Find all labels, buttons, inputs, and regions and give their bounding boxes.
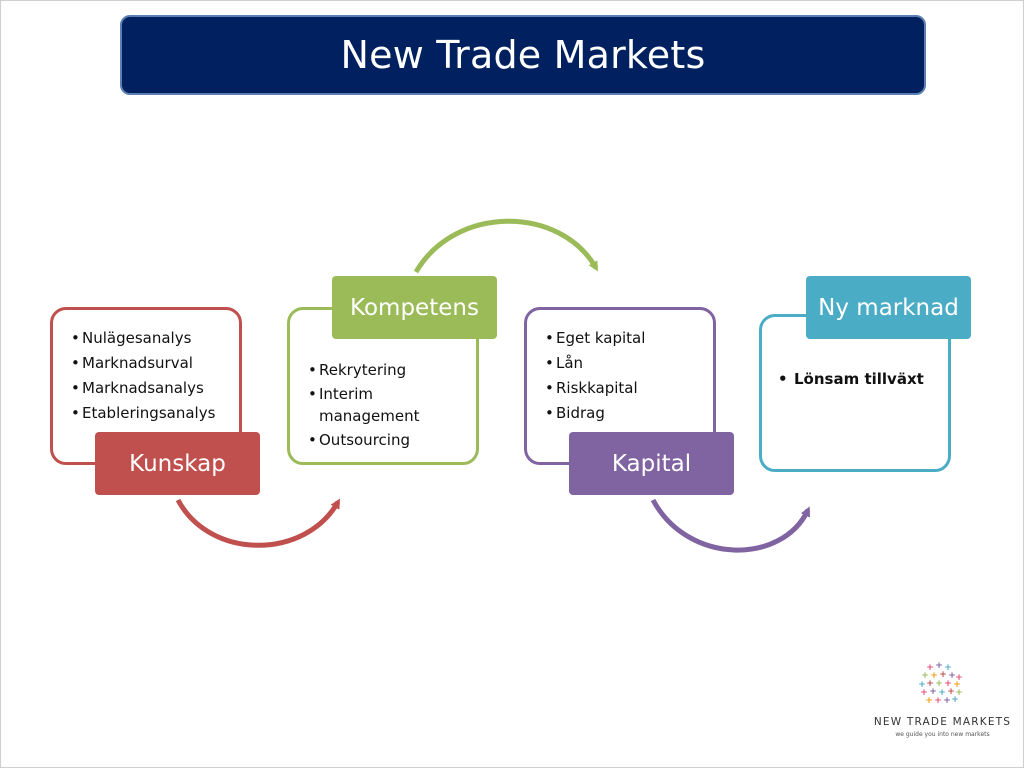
svg-text:+: +	[948, 671, 956, 681]
list-item: Lån	[545, 351, 645, 376]
svg-text:+: +	[939, 670, 947, 680]
svg-text:+: +	[938, 688, 946, 698]
kompetens-list: Rekrytering Interim management Outsourci…	[308, 359, 468, 453]
svg-text:+: +	[921, 671, 929, 681]
svg-text:+: +	[951, 695, 959, 705]
kompetens-label: Kompetens	[332, 276, 497, 339]
list-item: Etableringsanalys	[71, 401, 215, 426]
list-item: Riskkapital	[545, 376, 645, 401]
list-item: Nulägesanalys	[71, 326, 215, 351]
arrow-kunskap-to-kompetens	[175, 498, 341, 548]
kapital-list: Eget kapital Lån Riskkapital Bidrag	[545, 326, 645, 426]
list-item: Marknadsanalys	[71, 376, 215, 401]
svg-text:+: +	[926, 679, 934, 689]
list-item: Interim management	[308, 383, 468, 427]
svg-text:+: +	[947, 687, 955, 697]
logo-tagline: we guide you into new markets	[895, 731, 990, 738]
svg-text:+: +	[925, 696, 933, 706]
svg-text:+: +	[918, 680, 926, 690]
list-item: Eget kapital	[545, 326, 645, 351]
svg-text:+: +	[926, 663, 934, 673]
svg-text:+: +	[935, 661, 943, 671]
svg-text:+: +	[953, 680, 961, 690]
logo-name: NEW TRADE MARKETS	[873, 716, 1012, 728]
svg-text:+: +	[929, 687, 937, 697]
svg-text:+: +	[944, 663, 952, 673]
page-title: New Trade Markets	[340, 33, 706, 77]
svg-text:+: +	[934, 696, 942, 706]
company-logo: + + + + + + + + + + + + + + + + + + + + …	[870, 660, 1015, 740]
arrow-kapital-to-ny-marknad	[650, 498, 811, 553]
arrow-kompetens-to-kapital	[413, 218, 599, 274]
list-item: Bidrag	[545, 401, 645, 426]
title-banner: New Trade Markets	[120, 15, 926, 95]
svg-text:+: +	[935, 679, 943, 689]
kunskap-label: Kunskap	[95, 432, 260, 495]
svg-text:+: +	[944, 679, 952, 689]
list-item: Lönsam tillväxt	[778, 367, 924, 392]
svg-text:+: +	[943, 696, 951, 706]
list-item: Rekrytering	[308, 359, 468, 381]
list-item: Outsourcing	[308, 429, 468, 451]
svg-text:+: +	[955, 673, 963, 683]
ny-marknad-box: Lönsam tillväxt	[759, 314, 951, 472]
kapital-label: Kapital	[569, 432, 734, 495]
ny-marknad-label: Ny marknad	[806, 276, 971, 339]
list-item: Marknadsurval	[71, 351, 215, 376]
svg-text:+: +	[920, 688, 928, 698]
ny-marknad-list: Lönsam tillväxt	[778, 367, 924, 392]
logo-mark-icon: + + + + + + + + + + + + + + + + + + + + …	[918, 661, 963, 706]
svg-text:+: +	[930, 671, 938, 681]
kunskap-list: Nulägesanalys Marknadsurval Marknadsanal…	[71, 326, 215, 426]
svg-text:+: +	[955, 688, 963, 698]
